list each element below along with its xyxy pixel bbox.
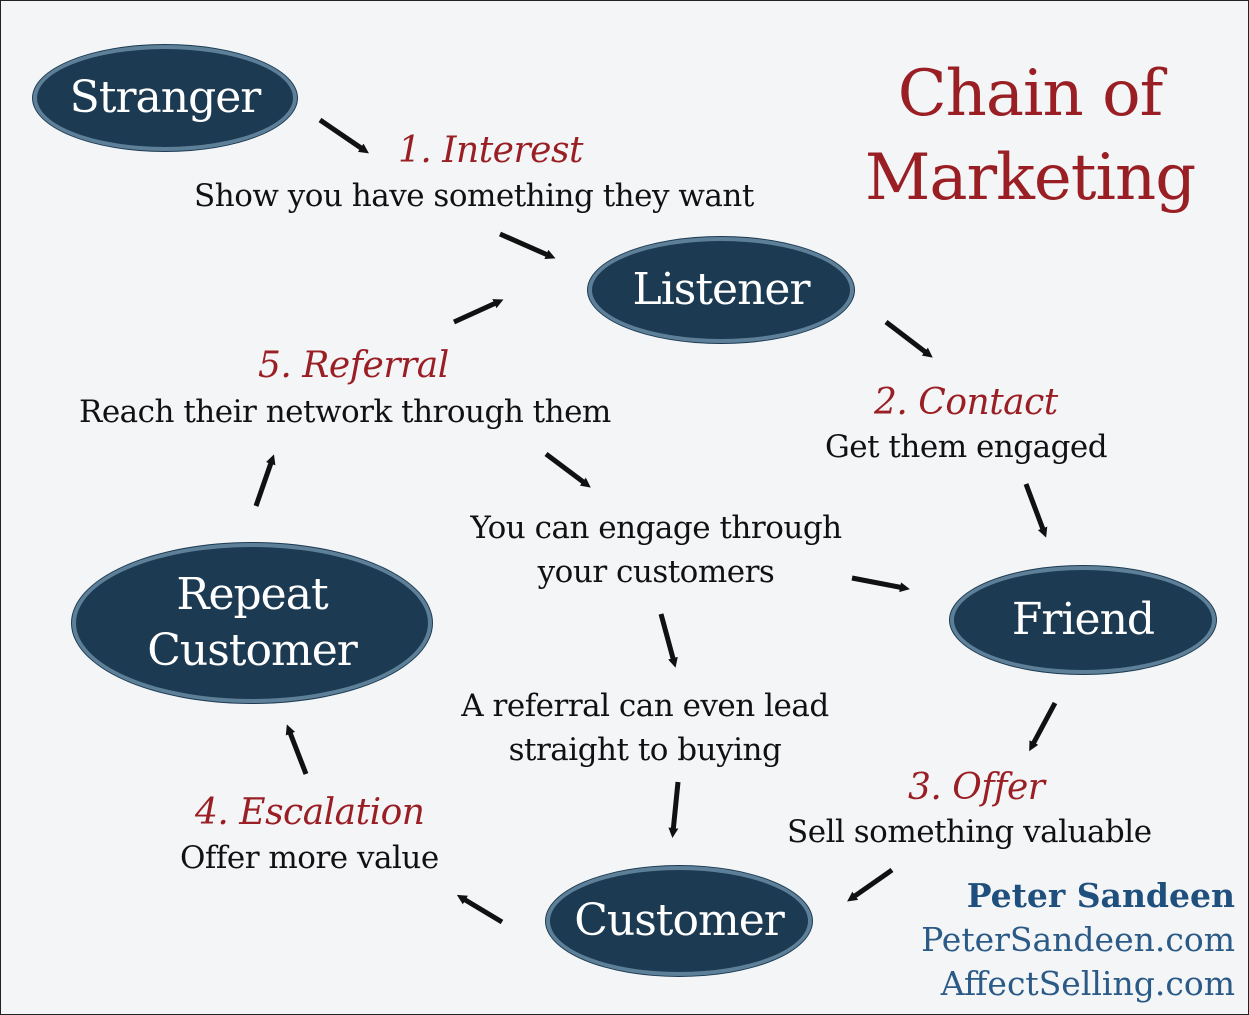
- step-escalation-title: 4. Escalation: [195, 792, 425, 833]
- node-listener-label: Listener: [632, 264, 810, 315]
- step-referral-title: 5. Referral: [258, 345, 449, 386]
- step-interest-desc: Show you have something they want: [194, 178, 754, 214]
- credit-site-affectselling: AffectSelling.com: [940, 964, 1235, 1003]
- node-stranger: Stranger: [33, 45, 297, 151]
- node-customer: Customer: [546, 866, 812, 976]
- node-repeat-customer-label: Repeat Customer: [147, 569, 358, 676]
- step-contact-title: 2. Contact: [874, 382, 1058, 423]
- credit-author-name: Peter Sandeen: [966, 876, 1235, 915]
- node-listener: Listener: [588, 237, 854, 343]
- note-referral-to-buying: A referral can even lead straight to buy…: [440, 684, 850, 772]
- note-engage-text: You can engage through your customers: [470, 510, 842, 590]
- note-engage-through-customers: You can engage through your customers: [452, 506, 860, 594]
- node-friend-label: Friend: [1011, 594, 1155, 645]
- node-customer-label: Customer: [574, 895, 785, 946]
- node-stranger-label: Stranger: [69, 72, 262, 123]
- node-friend: Friend: [950, 566, 1216, 674]
- step-referral-desc: Reach their network through them: [79, 394, 611, 430]
- title-line-2: Marketing: [864, 141, 1196, 215]
- node-repeat-customer: Repeat Customer: [72, 543, 432, 703]
- note-buying-text: A referral can even lead straight to buy…: [461, 688, 829, 768]
- step-contact-desc: Get them engaged: [825, 429, 1108, 465]
- step-escalation-desc: Offer more value: [180, 840, 439, 876]
- credit-site-petersandeen: PeterSandeen.com: [921, 920, 1235, 959]
- diagram-title: Chain of Marketing: [860, 52, 1200, 220]
- step-offer-title: 3. Offer: [908, 767, 1045, 808]
- title-line-1: Chain of: [897, 57, 1164, 131]
- step-interest-title: 1. Interest: [398, 130, 583, 171]
- step-offer-desc: Sell something valuable: [787, 814, 1152, 850]
